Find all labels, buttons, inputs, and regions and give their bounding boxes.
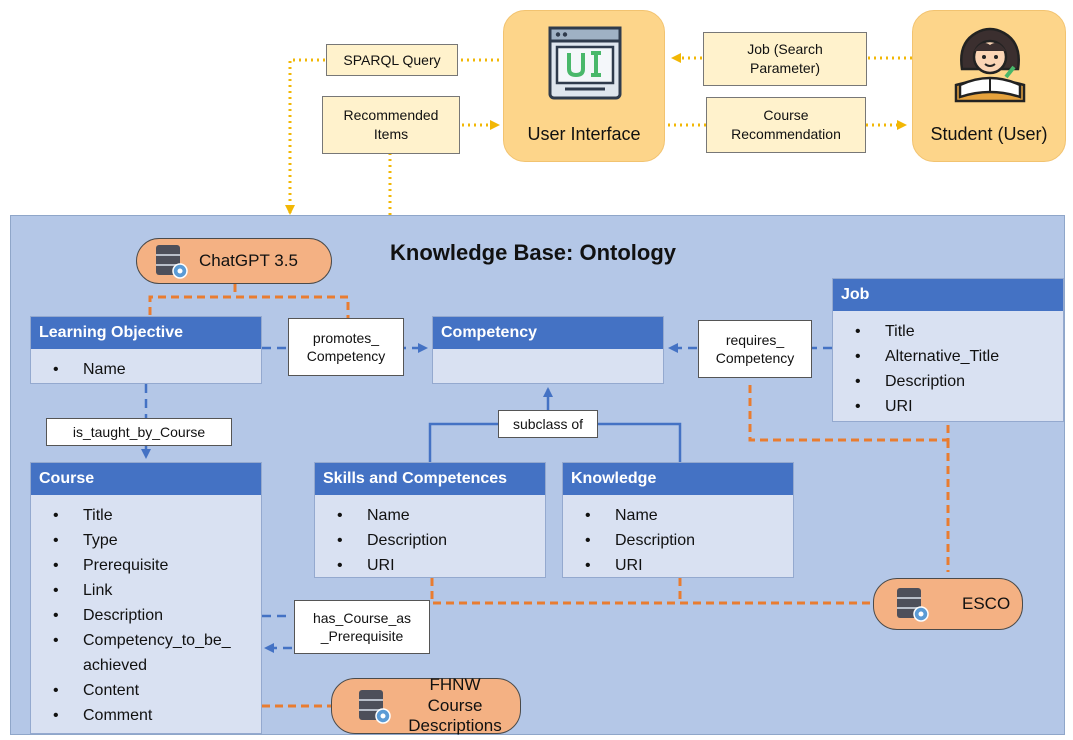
subclass-of-label: subclass of: [498, 410, 598, 438]
class-attribute: Name: [563, 503, 793, 528]
class-attribute: URI: [833, 394, 1063, 419]
user-interface-node: User Interface: [503, 10, 665, 162]
course-recommendation-note: Course Recommendation: [706, 97, 866, 153]
class-attribute: Title: [31, 503, 261, 528]
student-node: Student (User): [912, 10, 1066, 162]
database-icon: [359, 690, 391, 724]
class-attribute: Description: [833, 369, 1063, 394]
class-attribute: Content: [31, 678, 261, 703]
learning-objective-header: Learning Objective: [31, 317, 261, 349]
esco-source: ESCO: [873, 578, 1023, 630]
job-header: Job: [833, 279, 1063, 311]
class-attribute: URI: [315, 553, 545, 578]
sparql-query-note: SPARQL Query: [326, 44, 458, 76]
skills-competences-header: Skills and Competences: [315, 463, 545, 495]
competency-class: Competency: [432, 316, 664, 384]
is-taught-by-course-label: is_taught_by_Course: [46, 418, 232, 446]
class-attribute: Description: [315, 528, 545, 553]
chatgpt-source: ChatGPT 3.5: [136, 238, 332, 284]
course-class: Course Title Type Prerequisite Link Desc…: [30, 462, 262, 734]
course-header: Course: [31, 463, 261, 495]
student-label: Student (User): [930, 124, 1048, 144]
class-attribute: Title: [833, 319, 1063, 344]
job-class: Job Title Alternative_Title Description …: [832, 278, 1064, 422]
class-attribute: Link: [31, 578, 261, 603]
requires-competency-label: requires_ Competency: [698, 320, 812, 378]
class-attribute: Name: [31, 357, 261, 382]
diagram-title: Knowledge Base: Ontology: [390, 240, 677, 265]
student-reading-icon: [954, 27, 1026, 103]
job-search-parameter-note: Job (Search Parameter): [703, 32, 867, 86]
user-interface-label: User Interface: [527, 124, 641, 144]
knowledge-class: Knowledge Name Description URI: [562, 462, 794, 578]
competency-header: Competency: [433, 317, 663, 349]
fhnw-label: FHNW Course Descriptions: [408, 675, 502, 736]
ui-window-icon: [548, 26, 622, 100]
fhnw-source: FHNW Course Descriptions: [331, 675, 521, 736]
class-attribute: Competency_to_be_ achieved: [31, 628, 261, 678]
class-attribute: Alternative_Title: [833, 344, 1063, 369]
class-attribute: Comment: [31, 703, 261, 728]
database-icon: [156, 245, 188, 279]
database-icon: [897, 588, 929, 622]
class-attribute: Prerequisite: [31, 553, 261, 578]
class-attribute: Name: [315, 503, 545, 528]
promotes-competency-label: promotes_ Competency: [288, 318, 404, 376]
class-attribute: Description: [563, 528, 793, 553]
esco-label: ESCO: [962, 593, 1011, 613]
knowledge-header: Knowledge: [563, 463, 793, 495]
chatgpt-label: ChatGPT 3.5: [199, 250, 298, 270]
learning-objective-class: Learning Objective Name: [30, 316, 262, 384]
class-attribute: Description: [31, 603, 261, 628]
skills-competences-class: Skills and Competences Name Description …: [314, 462, 546, 578]
class-attribute: URI: [563, 553, 793, 578]
class-attribute: Type: [31, 528, 261, 553]
recommended-items-note: Recommended Items: [322, 96, 460, 154]
has-course-as-prerequisite-label: has_Course_as _Prerequisite: [294, 600, 430, 654]
